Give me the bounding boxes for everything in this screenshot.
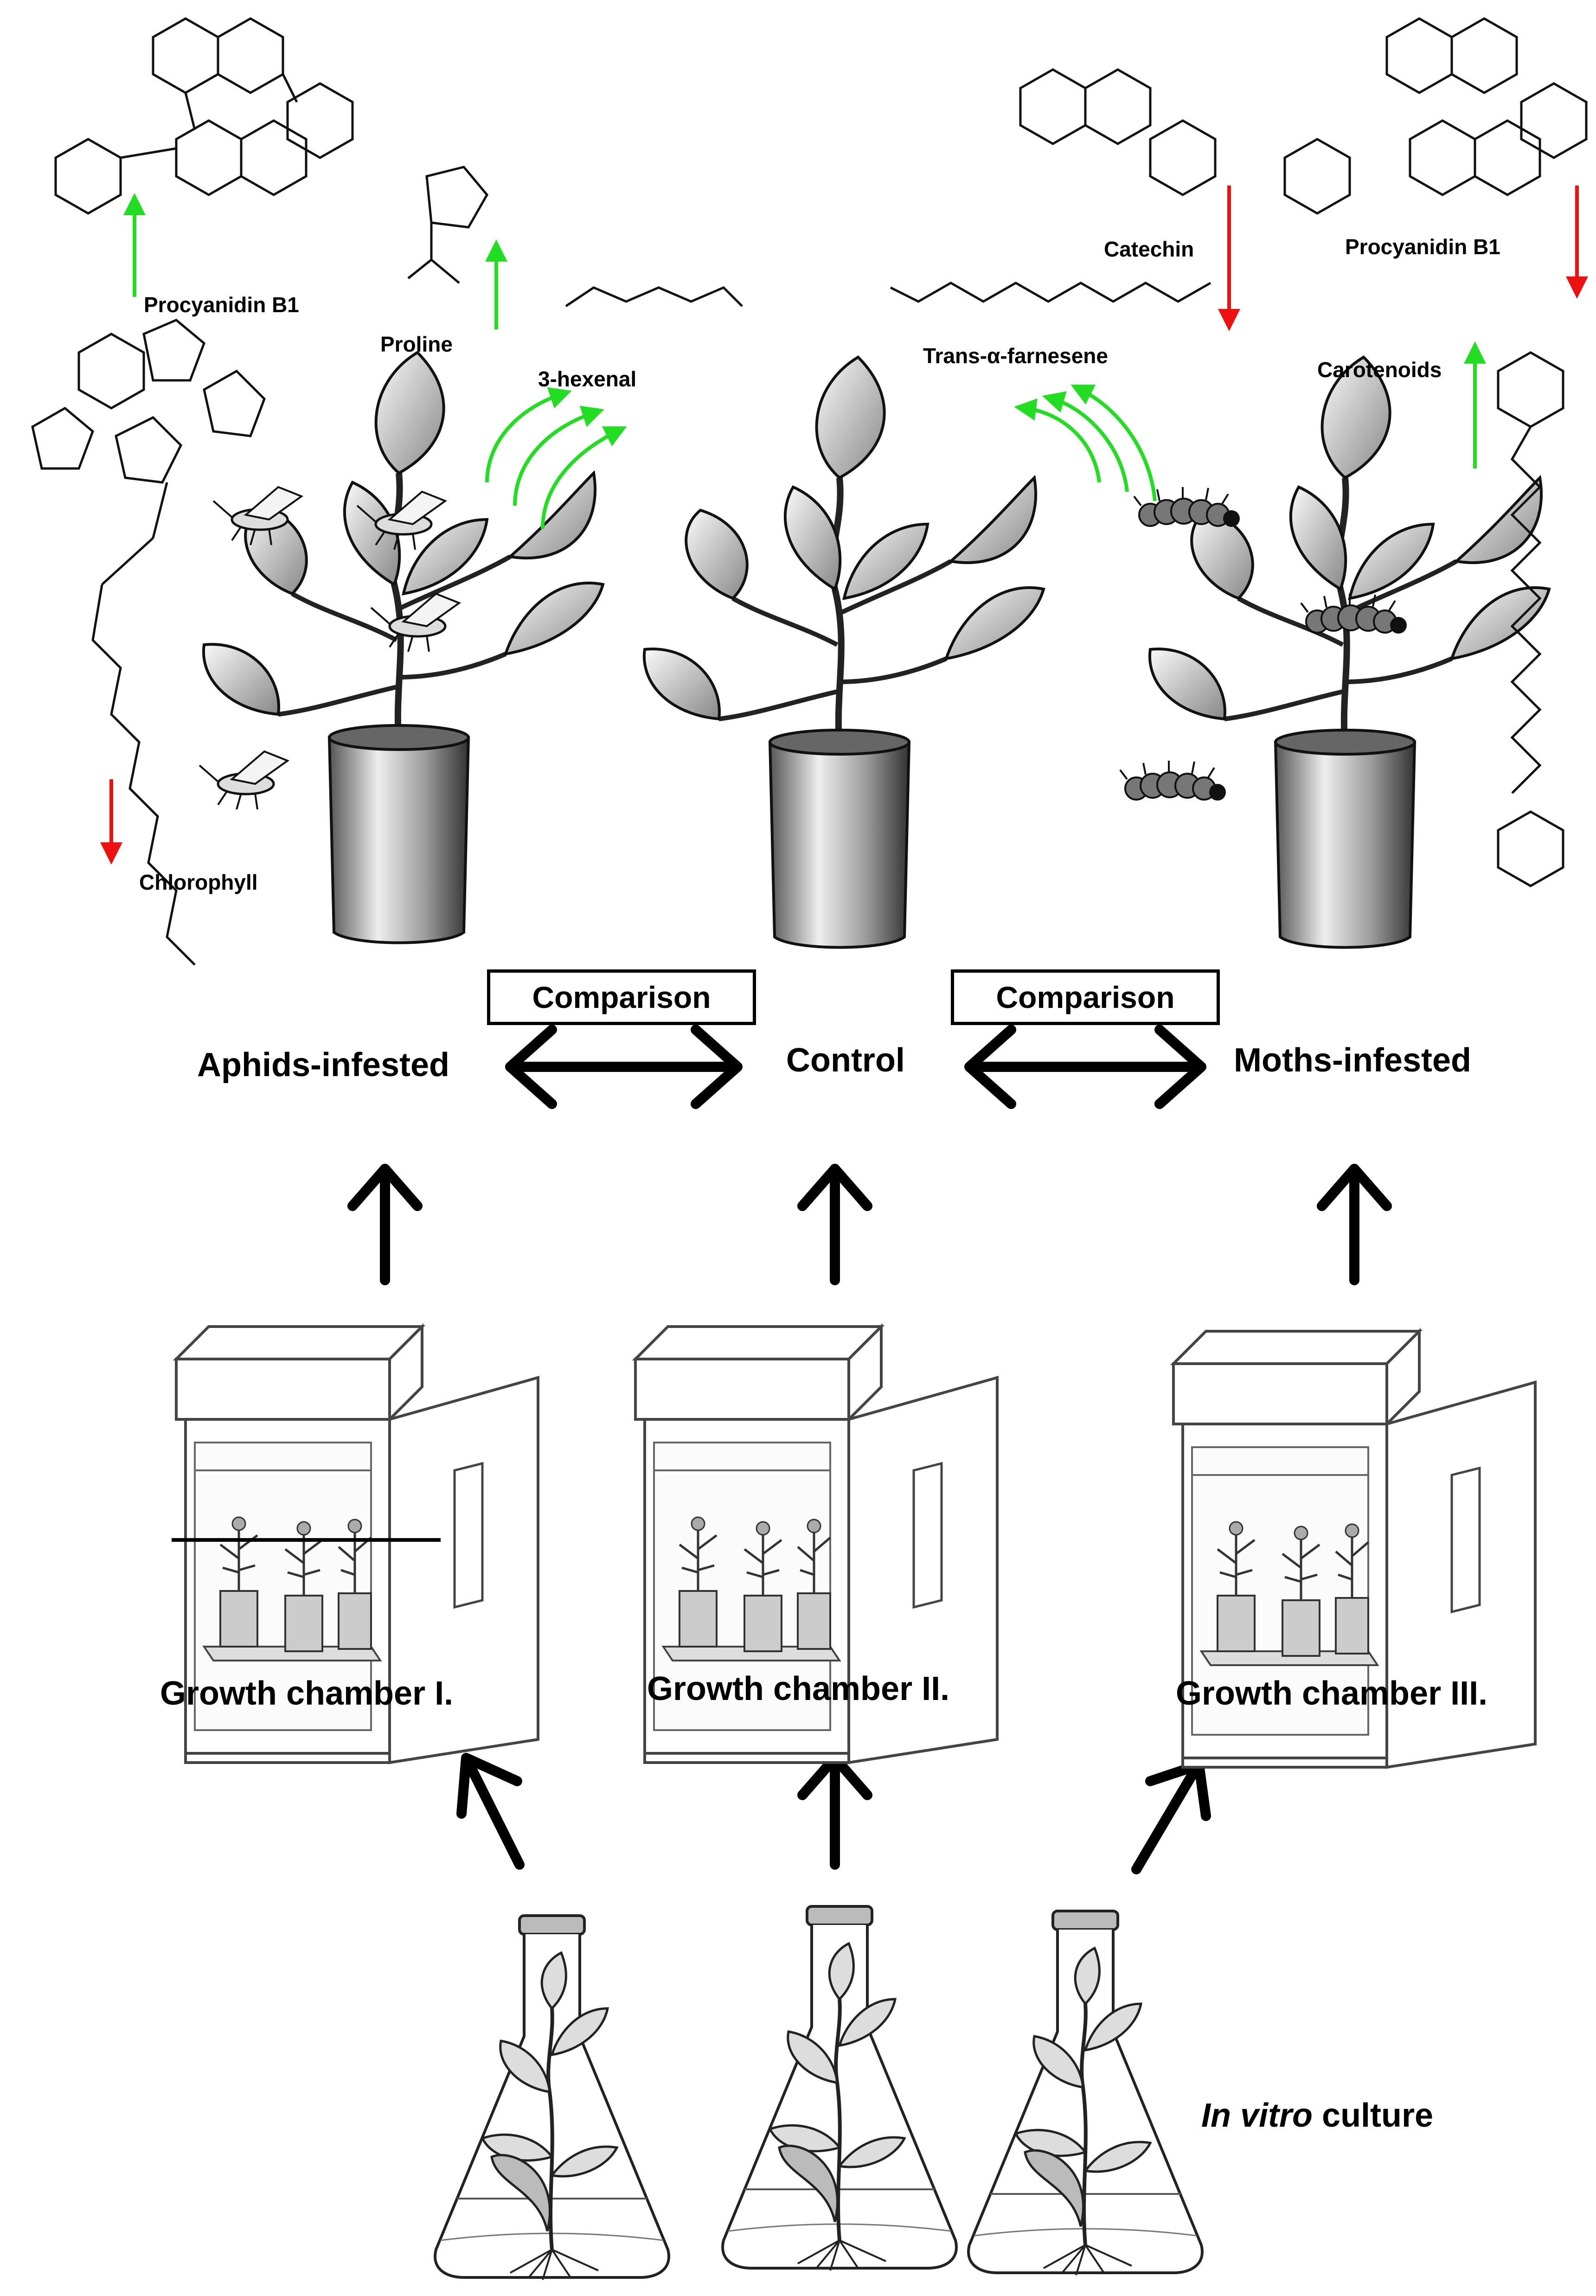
- label-growth-chamber-3: Growth chamber III.: [1176, 1675, 1488, 1712]
- in-vitro-flask-2: [723, 1906, 956, 2270]
- comparison-box-left: Comparison: [487, 969, 756, 1025]
- comparison-arrow-right: [964, 1025, 1206, 1109]
- label-in-vitro-culture: In vitro culture: [1201, 2097, 1433, 2135]
- flow-arrow-flask-to-chamber-1: [456, 1753, 525, 1870]
- label-control: Control: [786, 1042, 905, 1079]
- aphid-insect: [199, 751, 288, 809]
- volatile-emission-arrows-left: [485, 387, 627, 529]
- comparison-box-right: Comparison: [951, 969, 1220, 1025]
- label-aphids-infested: Aphids-infested: [197, 1046, 450, 1084]
- label-moths-infested: Moths-infested: [1234, 1042, 1471, 1079]
- comparison-arrow-left: [505, 1025, 743, 1109]
- flow-arrow-chamber-to-aphids: [347, 1164, 423, 1285]
- farnesene-structure: [890, 282, 1211, 303]
- label-procyanidin-left: Procyanidin B1: [144, 293, 299, 317]
- flow-arrow-flask-to-chamber-2: [797, 1753, 872, 1870]
- control-plant: [644, 357, 1044, 948]
- in-vitro-flask-3: [968, 1911, 1202, 2275]
- procyanidin-structure-left: [54, 17, 354, 215]
- chlorophyll-structure: [31, 319, 266, 966]
- label-growth-chamber-2: Growth chamber II.: [647, 1670, 950, 1707]
- label-chlorophyll: Chlorophyll: [139, 870, 258, 894]
- label-growth-chamber-1: Growth chamber I.: [160, 1675, 454, 1712]
- label-culture: culture: [1313, 2097, 1434, 2134]
- moth-infested-plant: [1150, 357, 1549, 948]
- hexenal-structure: [565, 286, 743, 308]
- carotenoid-structure: [1497, 351, 1564, 887]
- moth-caterpillar: [1300, 593, 1408, 635]
- label-in-vitro-italic: In vitro: [1201, 2097, 1313, 2134]
- procyanidin-structure-right: [1283, 17, 1588, 215]
- label-procyanidin-right: Procyanidin B1: [1345, 235, 1500, 259]
- moth-caterpillar: [1119, 760, 1227, 802]
- proline-structure: [407, 166, 489, 284]
- moth-caterpillar: [1133, 486, 1241, 528]
- label-carotenoids: Carotenoids: [1317, 358, 1442, 382]
- label-farnesene: Trans-α-farnesene: [923, 344, 1108, 368]
- volatile-emission-arrows-right: [1014, 385, 1157, 501]
- in-vitro-flask-1: [435, 1916, 669, 2280]
- label-hexenal: 3-hexenal: [538, 367, 637, 391]
- flow-arrow-chamber-to-control: [797, 1164, 872, 1285]
- flow-arrow-chamber-to-moths: [1317, 1164, 1392, 1285]
- label-catechin: Catechin: [1104, 237, 1194, 261]
- label-proline: Proline: [380, 332, 453, 356]
- flow-arrow-flask-to-chamber-3: [1131, 1760, 1211, 1874]
- catechin-structure: [1019, 68, 1217, 196]
